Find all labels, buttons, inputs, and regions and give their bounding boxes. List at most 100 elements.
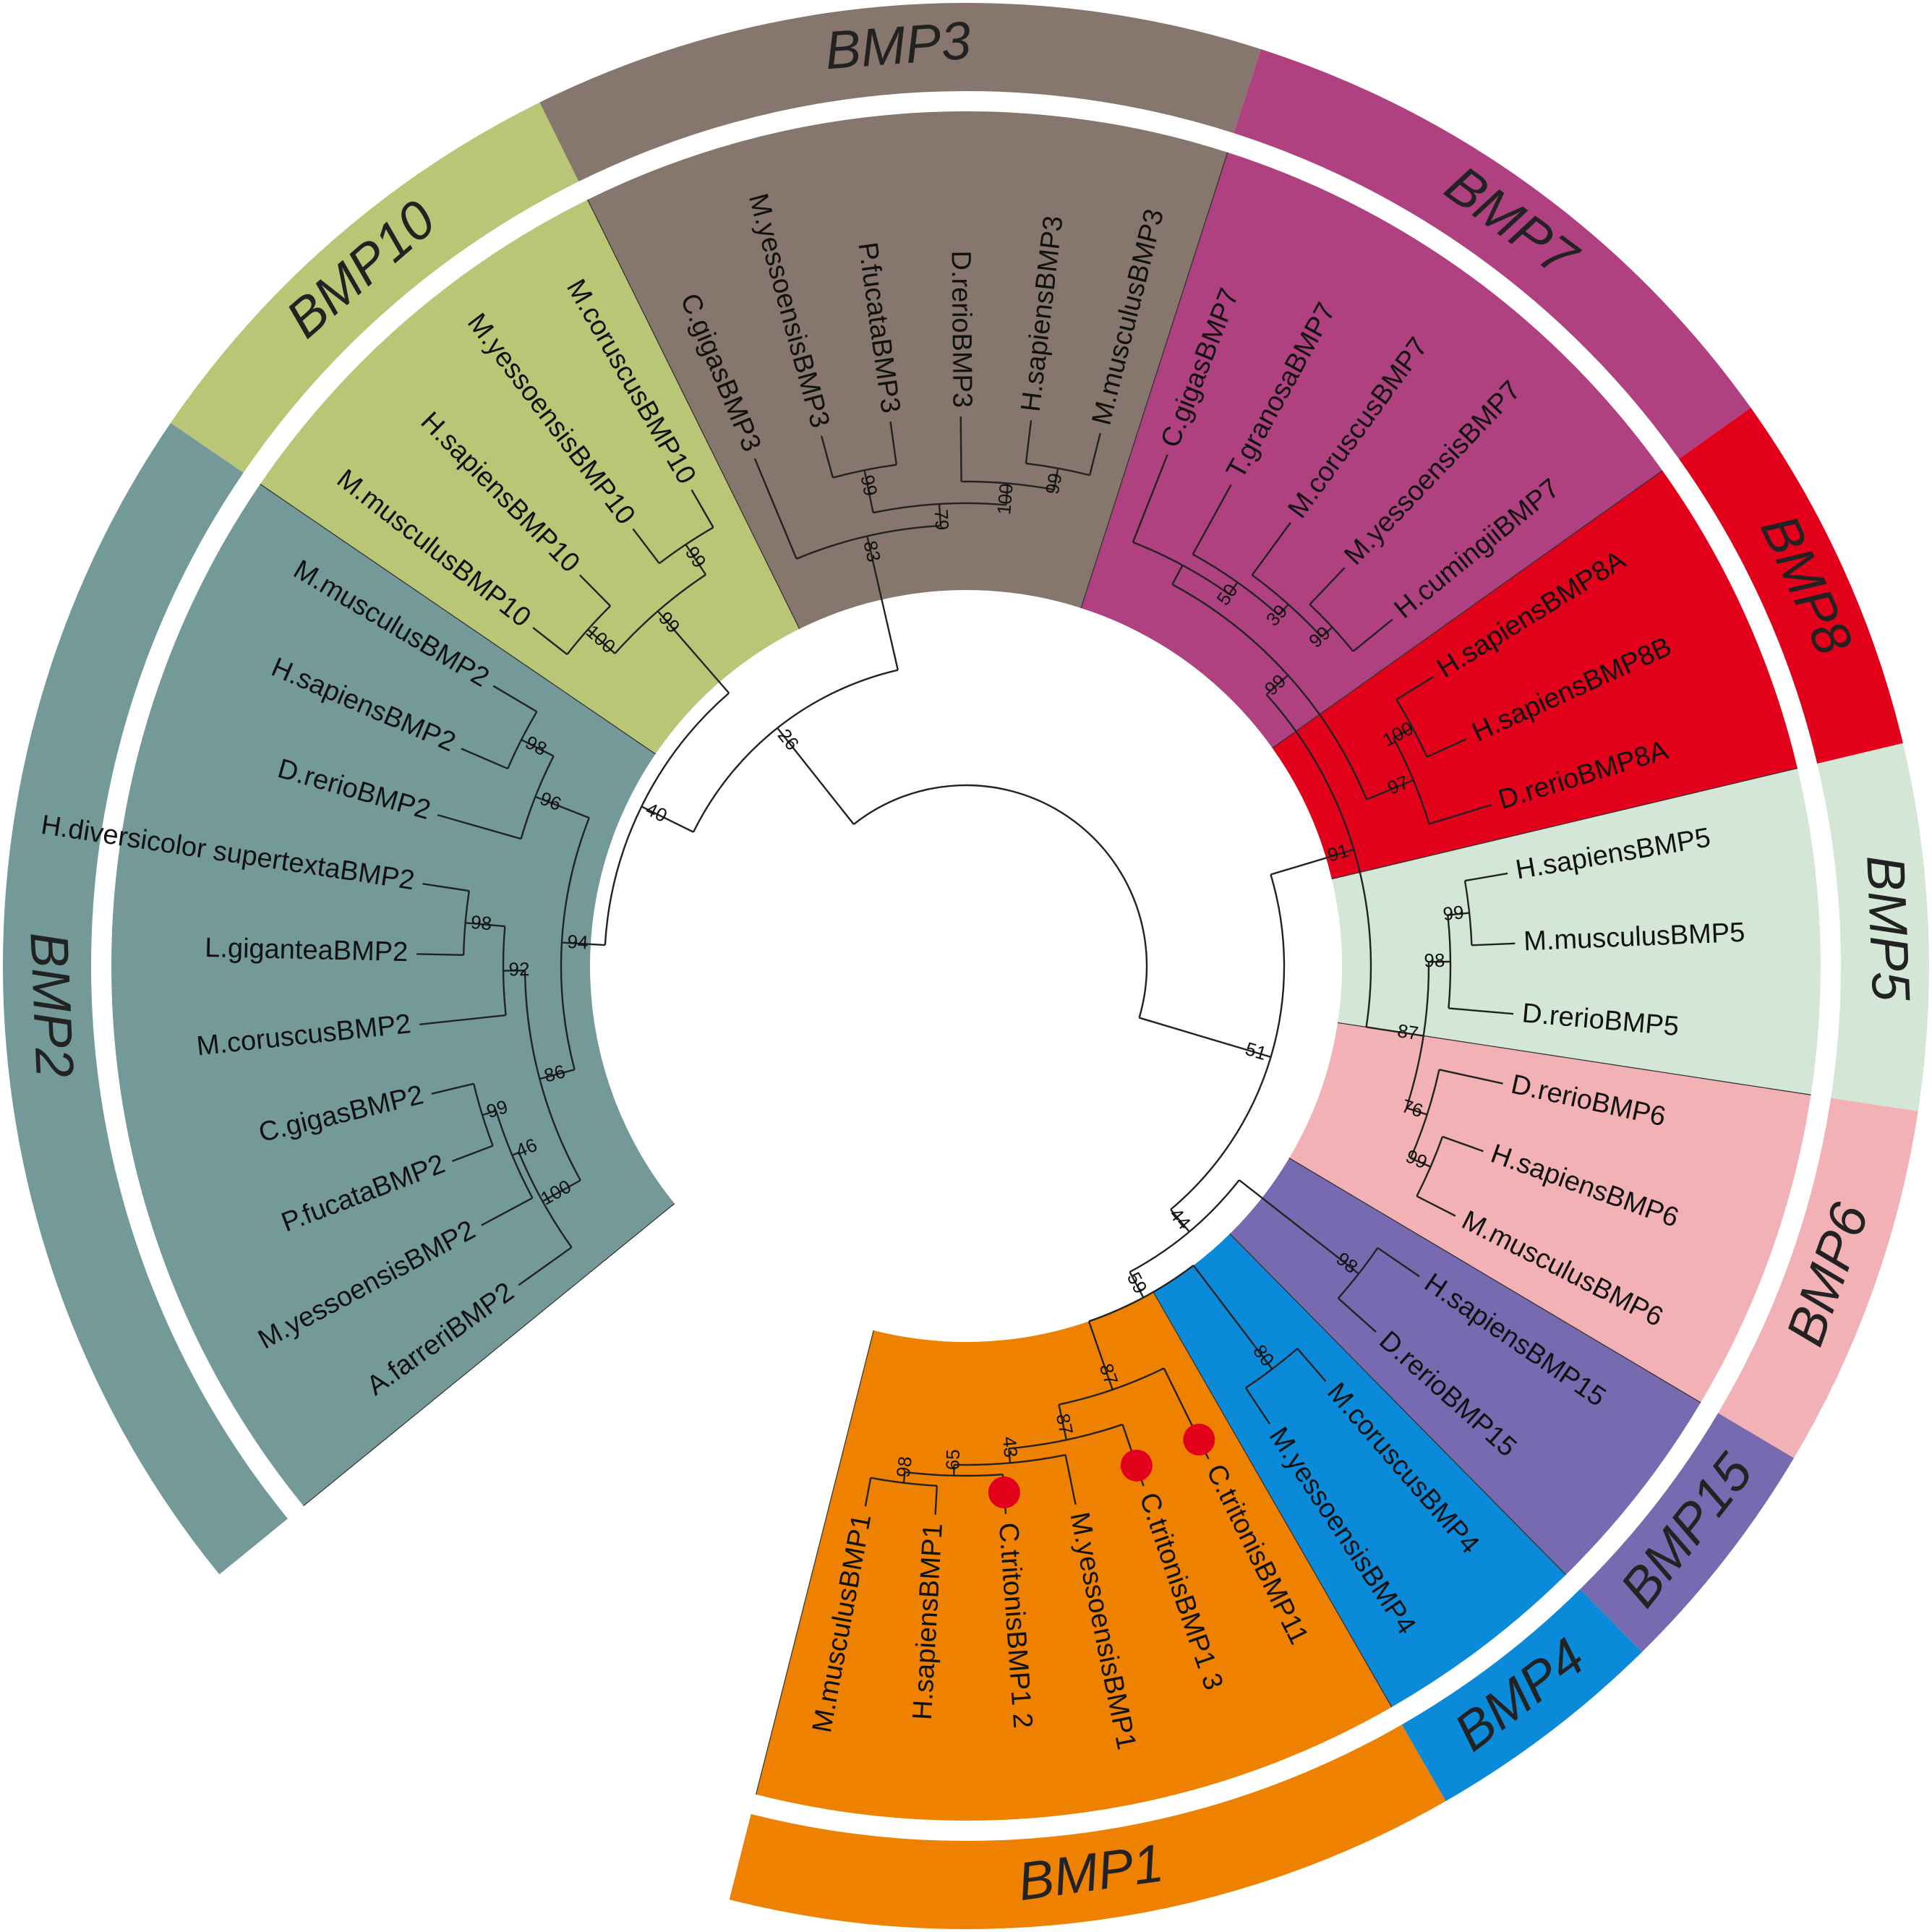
branch-40 (889, 422, 897, 465)
branch-120 (1087, 1321, 1109, 1377)
branch-129 (1139, 1017, 1271, 1059)
support-value-12: 40 (642, 798, 670, 826)
branch-42 (1025, 420, 1033, 464)
branch-54 (641, 805, 694, 833)
branch-79 (1471, 942, 1516, 946)
sector-inner-bmp4 (1153, 1234, 1566, 1707)
branch-43 (1088, 432, 1101, 476)
branch-37 (657, 610, 730, 694)
branch-88 (1410, 1157, 1432, 1168)
clade-label-bmp2: BMP2 (19, 931, 85, 1079)
branch-51 (753, 458, 798, 560)
branch-97 (1337, 1297, 1377, 1333)
sector-inner-bmp3 (587, 111, 1228, 629)
branch-48 (863, 469, 874, 513)
branch-52 (938, 503, 942, 526)
branch-46 (1053, 468, 1059, 490)
sector-outer-bmp1 (729, 1724, 1446, 1929)
branch-106 (902, 1471, 906, 1483)
branch-123 (1129, 1271, 1145, 1299)
branch-119 (1192, 1265, 1273, 1370)
sector-outer-bmp4 (1401, 1589, 1642, 1801)
sector-boundary-bmp7-0 (1080, 152, 1228, 609)
sector-inner-bmp7 (1081, 152, 1663, 748)
sector-boundary-bmp4-0 (1229, 1233, 1567, 1576)
sector-boundary-bmp3-0 (587, 199, 800, 629)
branch-82 (1448, 1007, 1514, 1015)
support-value-4: 92 (508, 958, 529, 980)
sector-boundary-bmp1-0 (1153, 1291, 1393, 1708)
branch-84 (1442, 1135, 1484, 1153)
support-value-38: 59 (1123, 1268, 1152, 1297)
support-value-36: 87 (1052, 1411, 1077, 1437)
branch-115 (1058, 1404, 1068, 1440)
branch-arc-130 (852, 784, 1148, 1018)
support-value-13: 99 (856, 473, 881, 497)
support-value-26: 98 (1424, 949, 1445, 971)
branch-arc-68 (1132, 541, 1230, 595)
sector-outer-bmp10 (170, 102, 579, 473)
support-value-3: 98 (470, 911, 492, 934)
support-value-40: 51 (1243, 1038, 1269, 1064)
support-value-35: 43 (999, 1435, 1022, 1458)
branch-125 (1270, 848, 1354, 876)
branch-39 (820, 435, 834, 478)
branch-3 (481, 1197, 533, 1226)
sector-inner-bmp6 (1289, 1022, 1811, 1403)
branch-126 (1170, 1209, 1190, 1233)
branch-arc-62 (1252, 574, 1322, 638)
branch-45 (959, 416, 962, 482)
branch-128 (777, 727, 855, 825)
sector-outer-bmp6 (1718, 1098, 1918, 1458)
branch-112 (1007, 1448, 1012, 1463)
branch-57 (1309, 567, 1346, 605)
branch-arc-89 (1409, 1069, 1440, 1159)
sector-inner-bmp10 (260, 200, 800, 754)
branch-arc-35 (614, 573, 706, 654)
branch-1 (431, 1082, 474, 1095)
branch-108 (1064, 1454, 1077, 1505)
branch-99 (1296, 1348, 1327, 1382)
branch-15 (542, 1179, 581, 1202)
branch-19 (492, 685, 538, 713)
branch-30 (632, 528, 660, 564)
highlight-dot-c-tritonisbmp1-2 (988, 1476, 1020, 1509)
support-value-17: 83 (859, 539, 885, 564)
support-value-39: 44 (1165, 1204, 1195, 1234)
sector-inner-bmp5 (1331, 768, 1821, 1095)
sector-boundary-bmp15-0 (1288, 1158, 1701, 1403)
highlight-dot-c-tritonisbmp1-3 (1120, 1449, 1153, 1482)
sector-boundary-bmp2-0 (303, 1203, 675, 1507)
sector-outer-bmp8 (1678, 407, 1903, 764)
leaf-label-d-reriobmp3: D.rerioBMP3 (945, 250, 977, 408)
branch-36 (561, 941, 605, 946)
branch-24 (539, 1069, 575, 1080)
branch-78 (1464, 872, 1508, 882)
sector-inner-bmp15 (1229, 1158, 1701, 1575)
sector-outer-bmp2 (2, 422, 288, 1575)
branch-73 (1429, 804, 1492, 825)
branch-18 (461, 748, 508, 770)
branch-arc-127 (1170, 874, 1286, 1210)
branch-49 (1005, 483, 1009, 505)
branch-76 (1366, 779, 1414, 800)
branch-arc-14 (502, 926, 507, 1016)
support-value-8: 94 (567, 931, 589, 954)
branch-100 (1244, 1387, 1271, 1425)
sector-inner-bmp1 (756, 1291, 1392, 1821)
branch-60 (1251, 522, 1291, 576)
clade-sectors (2, 3, 1930, 1929)
branch-0 (452, 1145, 494, 1163)
branch-6 (518, 1247, 573, 1286)
branch-64 (1278, 604, 1289, 616)
branch-55 (866, 536, 899, 670)
branch-7 (511, 1151, 520, 1156)
branch-13 (465, 922, 505, 928)
branch-arc-23 (520, 756, 555, 839)
branch-10 (422, 883, 469, 892)
branch-25 (534, 795, 590, 819)
support-value-34: 65 (941, 1449, 964, 1471)
branch-27 (532, 627, 568, 655)
branch-21 (437, 813, 521, 840)
